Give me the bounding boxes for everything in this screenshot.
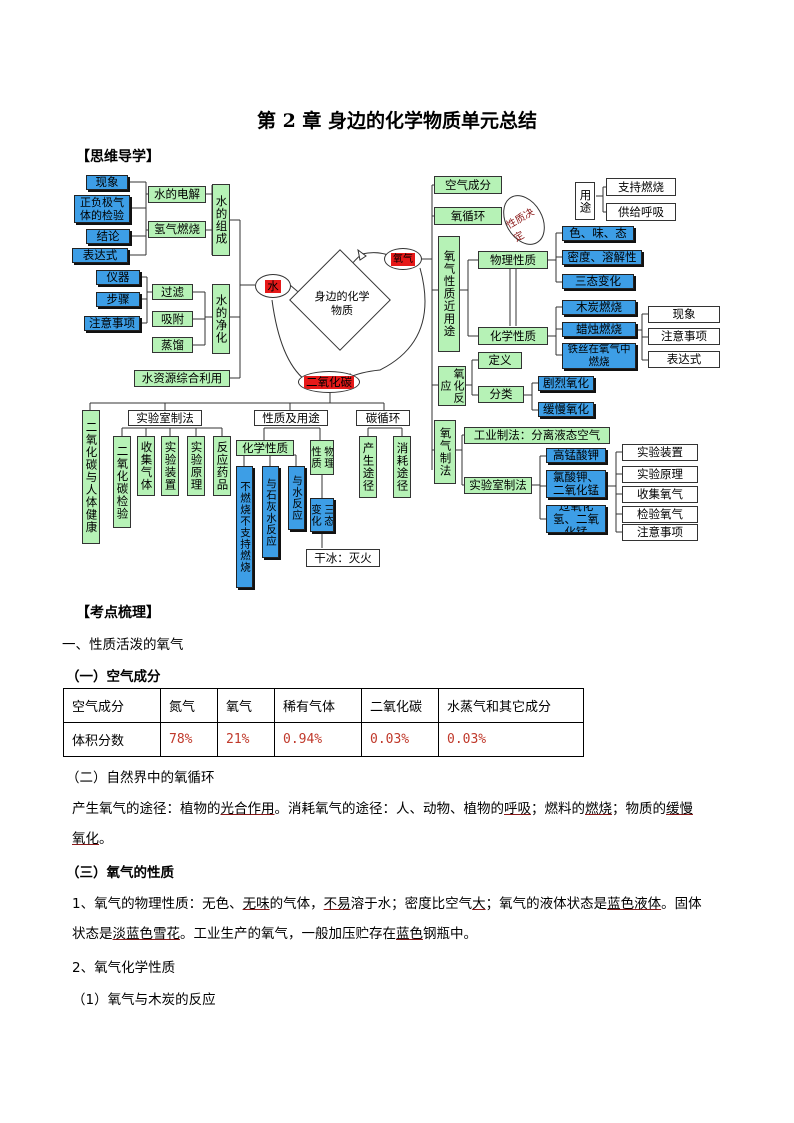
node-o-three-state: 三态变化 (562, 274, 634, 289)
table-header-cell: 氮气 (160, 688, 218, 723)
node-no-burn: 不燃烧不支持燃烧 (236, 466, 253, 588)
cycle-paragraph: 产生氧气的途径：植物的光合作用。消耗氧气的途径：人、动物、植物的呼吸；燃料的燃烧… (72, 801, 693, 817)
node-expression2: 表达式 (648, 351, 720, 368)
table-cell: 0.03% (438, 722, 584, 757)
table-header-cell: 二氧化碳 (361, 688, 439, 723)
node-co2-phys-prop: 物理性质 (310, 440, 334, 475)
node-water: 水 (255, 274, 291, 298)
table-header-cell: 空气成分 (63, 688, 161, 723)
table-cell: 21% (217, 722, 275, 757)
node-water-electrolysis: 水的电解 (148, 186, 206, 203)
node-o-chem: 化学性质 (478, 327, 548, 345)
table-row: 体积分数 78% 21% 0.94% 0.03% 0.03% (63, 722, 584, 757)
node-industry: 工业制法：分离液态空气 (464, 427, 610, 444)
node-o-phys: 物理性质 (478, 251, 548, 269)
node-consume: 消耗途径 (393, 436, 411, 498)
node-lab-prep2: 实验室制法 (464, 477, 532, 494)
node-produce: 产生途径 (359, 436, 377, 498)
sub-heading-oxygen-cycle: （二）自然界中的氧循环 (66, 770, 215, 786)
node-co2-health: 二氧化碳与人体健康 (82, 410, 100, 544)
node-water-react: 与水反应 (288, 466, 305, 530)
node-apparatus: 实验装置 (161, 436, 179, 496)
node-co2-test: 二氧化碳检验 (113, 436, 131, 528)
node-limewater: 与石灰水反应 (262, 466, 279, 558)
node-co2: 二氧化碳 (298, 371, 360, 393)
node-collect-gas: 收集气体 (137, 436, 155, 496)
node-violent: 剧烈氧化 (538, 376, 594, 391)
node-use: 用途 (575, 182, 595, 220)
table-cell: 0.03% (361, 722, 439, 757)
node-carbon-cycle: 碳循环 (356, 410, 410, 426)
page-title: 第 2 章 身边的化学物质单元总结 (256, 110, 538, 132)
node-electrode-test: 正负极气体的检验 (74, 195, 130, 223)
node-dry-ice: 干冰：灭火 (306, 549, 380, 567)
sub-heading-oxygen-props: （三）氧气的性质 (66, 865, 174, 881)
node-principle2: 实验原理 (622, 466, 698, 483)
node-expression: 表达式 (72, 248, 128, 263)
node-oxygen: 氧气 (384, 248, 422, 270)
node-filter: 过滤 (152, 284, 193, 300)
node-notes3: 注意事项 (622, 524, 698, 541)
node-collect-oxygen: 收集氧气 (622, 486, 698, 503)
node-color-taste: 色、味、态 (562, 226, 634, 241)
node-oxidation: 氧化反应 (438, 366, 466, 406)
node-air-comp: 空气成分 (434, 176, 502, 194)
node-distill: 蒸馏 (152, 337, 193, 353)
node-prop-use: 性质及用途 (254, 410, 328, 426)
chem-heading: 2、氧气化学性质 (72, 960, 176, 976)
node-support-burn: 支持燃烧 (606, 178, 676, 196)
node-reagents: 反应药品 (213, 436, 231, 496)
node-phenomenon2: 现象 (648, 306, 720, 323)
node-classify: 分类 (478, 386, 524, 403)
node-o-prep: 氧气制法 (434, 420, 456, 484)
node-oxygen-cycle: 氧循环 (434, 207, 502, 225)
node-conclusion: 结论 (86, 229, 130, 244)
node-notes2: 注意事项 (648, 328, 720, 345)
table-header-cell: 氧气 (217, 688, 275, 723)
node-center-label: 身边的化学物质 (314, 290, 370, 317)
node-slow: 缓慢氧化 (538, 402, 594, 417)
node-three-state: 三态变化 (310, 498, 334, 532)
node-h2o2: 过氧化氢、二氧化锰 (546, 505, 606, 533)
node-notes: 注意事项 (84, 316, 140, 331)
key-points-heading: 【考点梳理】 (76, 605, 160, 621)
node-adsorb: 吸附 (152, 311, 193, 327)
node-principle: 实验原理 (187, 436, 205, 496)
node-charcoal: 木炭燃烧 (562, 300, 636, 315)
mind-map: 现象 正负极气体的检验 结论 表达式 水的电解 氢气燃烧 水的组成 仪器 步骤 … (72, 175, 720, 588)
air-composition-table: 空气成分 氮气 氧气 稀有气体 二氧化碳 水蒸气和其它成分 体积分数 78% 2… (63, 688, 584, 757)
node-steps: 步骤 (96, 292, 140, 307)
node-candle: 蜡烛燃烧 (562, 322, 636, 337)
node-iron-wire: 铁丝在氧气中燃烧 (562, 343, 636, 369)
node-breath: 供给呼吸 (606, 203, 676, 221)
node-definition: 定义 (478, 352, 522, 369)
cycle-paragraph-cont: 氧化。 (72, 831, 113, 847)
table-row-label: 体积分数 (63, 722, 161, 757)
node-lab-prep: 实验室制法 (128, 410, 202, 426)
node-kclo3: 氯酸钾、二氧化锰 (546, 470, 606, 498)
phys-paragraph: 1、氧气的物理性质：无色、无味的气体，不易溶于水；密度比空气大；氧气的液体状态是… (72, 896, 702, 912)
table-header-row: 空气成分 氮气 氧气 稀有气体 二氧化碳 水蒸气和其它成分 (63, 688, 584, 723)
node-water-use: 水资源综合利用 (134, 370, 230, 387)
mind-map-heading: 【思维导学】 (76, 149, 160, 165)
table-header-cell: 稀有气体 (274, 688, 362, 723)
charcoal-heading: （1）氧气与木炭的反应 (72, 992, 216, 1008)
part-one-heading: 一、性质活泼的氧气 (62, 637, 184, 653)
sub-heading-air: （一）空气成分 (66, 669, 161, 685)
node-o-prop-use: 氧气性质近用途 (438, 236, 460, 352)
table-cell: 78% (160, 722, 218, 757)
node-test-oxygen: 检验氧气 (622, 506, 698, 523)
node-hydrogen-burn: 氢气燃烧 (148, 221, 206, 238)
node-kmno4: 高锰酸钾 (546, 448, 606, 463)
node-instrument: 仪器 (96, 270, 140, 285)
table-header-cell: 水蒸气和其它成分 (438, 688, 584, 723)
node-phenomenon: 现象 (86, 175, 128, 190)
node-apparatus2: 实验装置 (622, 444, 698, 461)
node-water-composition: 水的组成 (212, 184, 230, 256)
table-cell: 0.94% (274, 722, 362, 757)
node-co2-chem-prop: 化学性质 (236, 440, 294, 456)
phys-paragraph-cont: 状态是淡蓝色雪花。工业生产的氧气，一般加压贮存在蓝色钢瓶中。 (72, 926, 477, 942)
node-water-purification: 水的净化 (212, 284, 230, 354)
node-density: 密度、溶解性 (562, 250, 642, 265)
